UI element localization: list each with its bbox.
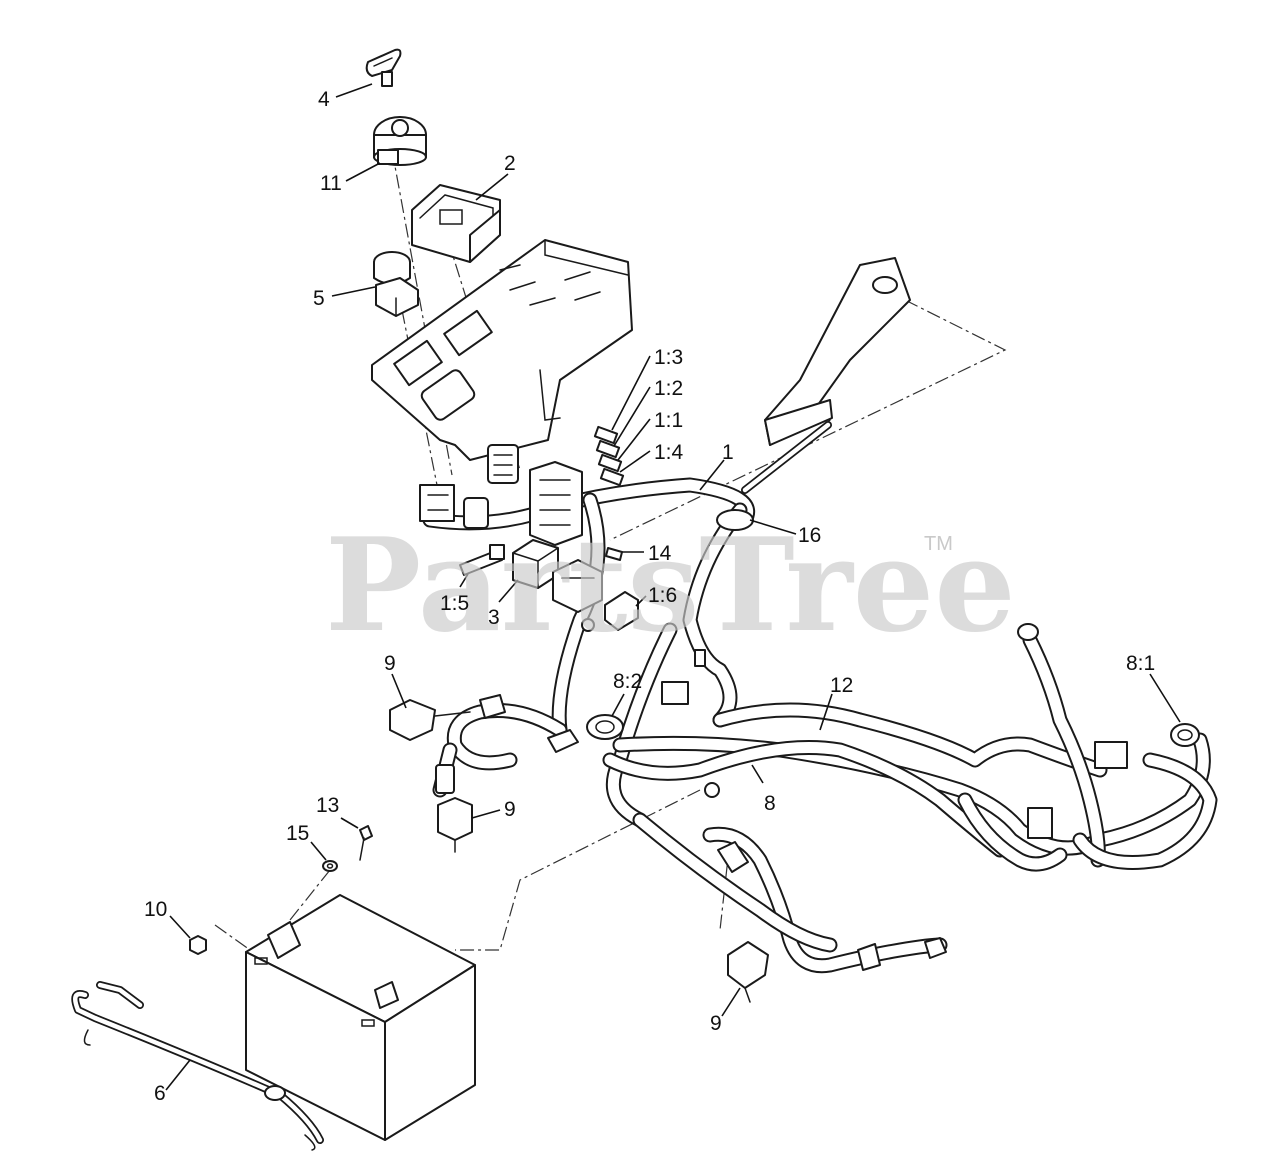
connector-9-middle bbox=[435, 764, 473, 853]
pto-switch bbox=[373, 251, 419, 317]
partstree-watermark: PartsTree TM bbox=[325, 511, 1016, 661]
main-harness bbox=[422, 477, 756, 828]
ignition-key bbox=[365, 48, 402, 87]
callout-8-1: 8:1 bbox=[1126, 652, 1155, 675]
callout-9-middle: 9 bbox=[504, 798, 516, 821]
fuse-connectors bbox=[593, 425, 625, 487]
bolt-13 bbox=[359, 825, 373, 861]
callout-8: 8 bbox=[764, 792, 776, 815]
leader-lines bbox=[165, 83, 1181, 1091]
inline-fuse bbox=[459, 544, 505, 576]
panel-connectors bbox=[419, 444, 583, 546]
callout-labels: 4 11 2 5 1:3 1:2 1:1 1:4 1 16 14 1:6 1:5… bbox=[144, 88, 1155, 1105]
callout-2: 2 bbox=[504, 152, 516, 175]
callout-14: 14 bbox=[648, 542, 672, 565]
callout-1-6: 1:6 bbox=[648, 584, 677, 607]
callout-1-5: 1:5 bbox=[440, 592, 469, 615]
connector-9-upper bbox=[389, 699, 471, 741]
callout-16: 16 bbox=[798, 524, 821, 547]
battery bbox=[245, 894, 476, 1141]
callout-8-2: 8:2 bbox=[613, 670, 642, 693]
grommet-8-2 bbox=[586, 649, 720, 798]
callout-1-4: 1:4 bbox=[654, 441, 684, 464]
hour-meter bbox=[411, 184, 501, 263]
callout-15: 15 bbox=[286, 822, 309, 845]
callout-13: 13 bbox=[316, 794, 339, 817]
callout-1-2: 1:2 bbox=[654, 377, 683, 400]
callout-1-1: 1:1 bbox=[654, 409, 683, 432]
ignition-switch bbox=[373, 116, 427, 166]
callout-12: 12 bbox=[830, 674, 853, 697]
lower-branch bbox=[632, 812, 948, 974]
callout-4: 4 bbox=[318, 88, 330, 111]
dashboard-panel bbox=[371, 239, 633, 461]
callout-6: 6 bbox=[154, 1082, 166, 1105]
callout-9-lower: 9 bbox=[710, 1012, 722, 1035]
ground-screw bbox=[605, 547, 623, 561]
callout-3: 3 bbox=[488, 606, 500, 629]
callout-1: 1 bbox=[722, 441, 734, 464]
support-bracket bbox=[741, 257, 911, 494]
watermark-tm: TM bbox=[924, 533, 953, 555]
callout-11: 11 bbox=[320, 172, 342, 195]
callout-1-3: 1:3 bbox=[654, 346, 683, 369]
nut-10 bbox=[189, 935, 207, 955]
callout-5: 5 bbox=[313, 287, 325, 310]
callout-10: 10 bbox=[144, 898, 167, 921]
watermark-brand: PartsTree bbox=[325, 511, 1016, 661]
harness-8 bbox=[602, 632, 1108, 872]
washer-15 bbox=[322, 860, 338, 872]
fuse-block bbox=[552, 559, 639, 632]
battery-hold-down-rod bbox=[71, 981, 324, 1151]
callout-9-upper: 9 bbox=[384, 652, 396, 675]
connector-9-lower bbox=[727, 941, 769, 1003]
ring-terminal-8-1 bbox=[1017, 623, 1218, 870]
